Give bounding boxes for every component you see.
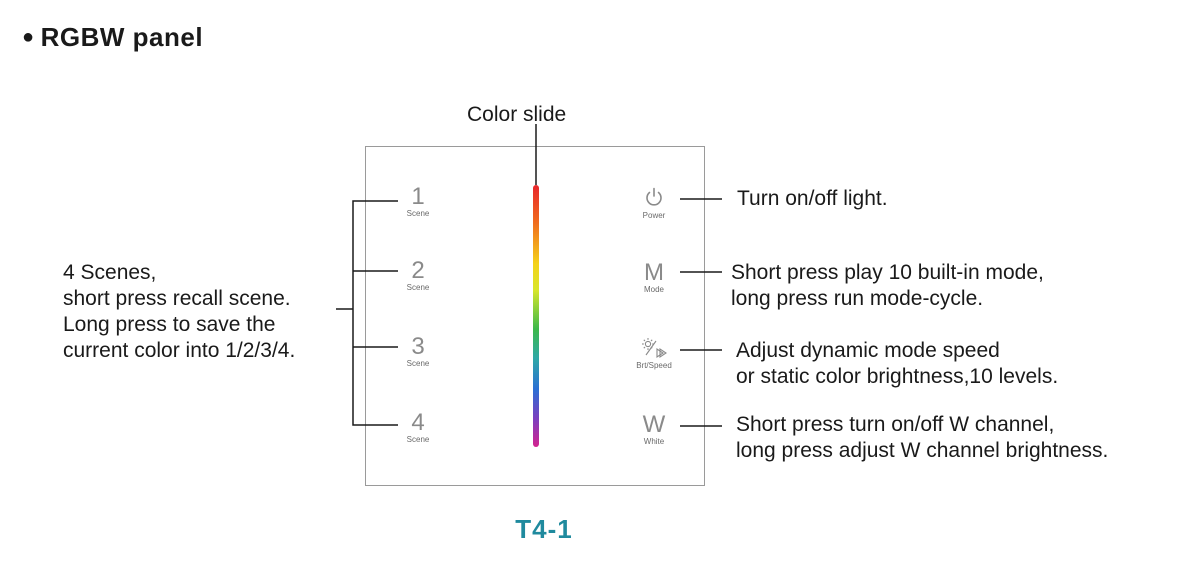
power-label: Power xyxy=(642,211,666,220)
brt-speed-key[interactable]: Brt/Speed xyxy=(622,337,686,371)
page-title: ●RGBW panel xyxy=(22,22,203,53)
scene-2-number: 2 xyxy=(411,257,425,284)
brt-speed-callout-line: or static color brightness,10 levels. xyxy=(736,365,1059,388)
scene-1-label: Scene xyxy=(406,209,430,218)
mode-callout-line: Short press play 10 built-in mode, xyxy=(731,261,1044,284)
white-callout-line: Short press turn on/off W channel, xyxy=(736,413,1055,436)
color-slider[interactable] xyxy=(533,185,539,447)
scene-2-key[interactable]: 2 Scene xyxy=(398,259,438,293)
white-callout-line: long press adjust W channel brightness. xyxy=(736,439,1109,462)
scene-1-number: 1 xyxy=(411,183,425,210)
scene-3-number: 3 xyxy=(411,333,425,360)
scene-4-label: Scene xyxy=(406,435,430,444)
scenes-callout-line: short press recall scene. xyxy=(63,287,291,310)
title-bullet: ● xyxy=(22,26,35,48)
color-slide-label: Color slide xyxy=(467,103,567,126)
brt-speed-callout-line: Adjust dynamic mode speed xyxy=(736,339,1000,362)
scene-3-key[interactable]: 3 Scene xyxy=(398,335,438,369)
brightness-speed-icon xyxy=(642,338,667,359)
brt-speed-label: Brt/Speed xyxy=(636,361,672,370)
scene-1-key[interactable]: 1 Scene xyxy=(398,185,438,219)
scenes-callout-line: Long press to save the xyxy=(63,313,276,336)
scene-3-label: Scene xyxy=(406,359,430,368)
power-callout-line: Turn on/off light. xyxy=(737,187,888,210)
mode-glyph: M xyxy=(644,259,664,286)
scenes-callout-line: current color into 1/2/3/4. xyxy=(63,339,296,362)
scene-2-label: Scene xyxy=(406,283,430,292)
white-label: White xyxy=(643,437,665,446)
brt-speed-callout: Adjust dynamic mode speed or static colo… xyxy=(736,338,1058,390)
white-key[interactable]: W White xyxy=(630,413,678,447)
mode-label: Mode xyxy=(643,285,664,294)
white-callout: Short press turn on/off W channel, long … xyxy=(736,412,1108,464)
scenes-callout: 4 Scenes, short press recall scene. Long… xyxy=(63,260,295,364)
scene-4-key[interactable]: 4 Scene xyxy=(398,411,438,445)
power-key[interactable]: Power xyxy=(630,186,678,221)
scene-4-number: 4 xyxy=(411,409,425,436)
scenes-callout-line: 4 Scenes, xyxy=(63,261,157,284)
scenes-bracket xyxy=(352,200,398,426)
mode-callout: Short press play 10 built-in mode, long … xyxy=(731,260,1044,312)
power-icon xyxy=(646,187,662,206)
mode-key[interactable]: M Mode xyxy=(630,261,678,295)
model-label: T4-1 xyxy=(515,514,573,544)
power-callout: Turn on/off light. xyxy=(737,186,888,212)
white-glyph: W xyxy=(642,411,666,438)
mode-callout-line: long press run mode-cycle. xyxy=(731,287,984,310)
title-text: RGBW panel xyxy=(40,22,204,52)
